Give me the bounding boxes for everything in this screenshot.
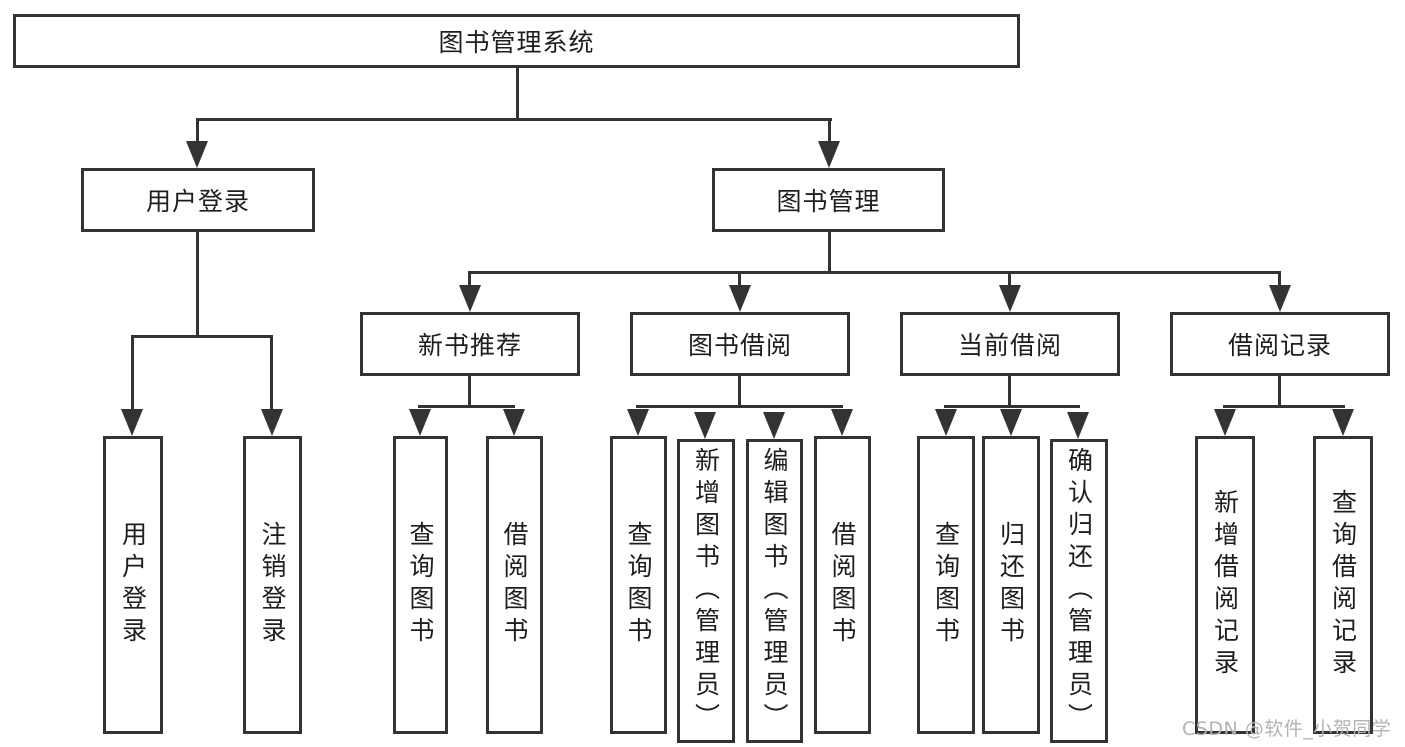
arrow-down-icon xyxy=(694,412,716,439)
connector-vline xyxy=(270,335,273,413)
connector-hline xyxy=(131,335,273,338)
leaf-edit-book-admin: 编辑图书（管理员） xyxy=(746,439,803,743)
leaf-query-books-borrow-label: 查询图书 xyxy=(624,521,653,649)
node-borrow-records-label: 借阅记录 xyxy=(1227,331,1332,360)
connector-vline xyxy=(828,232,831,271)
leaf-confirm-return-admin: 确认归还（管理员） xyxy=(1050,439,1108,743)
csdn-watermark: CSDN @软件_小贺同学 xyxy=(1182,718,1392,740)
leaf-query-borrow-record: 查询借阅记录 xyxy=(1313,436,1373,734)
arrow-down-icon xyxy=(1332,409,1354,436)
connector-hline xyxy=(1223,405,1345,408)
arrow-down-icon xyxy=(186,141,208,168)
connector-hline xyxy=(636,405,843,408)
arrow-down-icon xyxy=(831,409,853,436)
arrow-down-icon xyxy=(1269,285,1291,312)
leaf-borrow-books: 借阅图书 xyxy=(814,436,871,734)
connector-vline xyxy=(1008,271,1011,289)
leaf-user-login: 用户登录 xyxy=(103,436,163,734)
node-root-system: 图书管理系统 xyxy=(13,14,1020,68)
connector-hline xyxy=(944,405,1080,408)
connector-vline xyxy=(738,271,741,289)
arrow-down-icon xyxy=(503,409,525,436)
connector-vline xyxy=(738,376,741,408)
leaf-logout-label: 注销登录 xyxy=(258,521,287,649)
leaf-borrow-books-recommend: 借阅图书 xyxy=(486,436,543,734)
leaf-query-books-borrow: 查询图书 xyxy=(610,436,667,734)
leaf-logout: 注销登录 xyxy=(243,436,302,734)
connector-vline xyxy=(1278,271,1281,289)
leaf-borrow-books-label: 借阅图书 xyxy=(828,521,857,649)
leaf-borrow-books-recommend-label: 借阅图书 xyxy=(500,521,529,649)
connector-vline xyxy=(196,232,199,335)
node-user-login: 用户登录 xyxy=(81,168,315,232)
node-book-borrow-label: 图书借阅 xyxy=(687,331,792,360)
connector-vline xyxy=(131,335,134,413)
arrow-down-icon xyxy=(999,285,1021,312)
node-new-book-recommend-label: 新书推荐 xyxy=(417,331,522,360)
connector-hline xyxy=(418,405,515,408)
arrow-down-icon xyxy=(459,285,481,312)
arrow-down-icon xyxy=(409,409,431,436)
arrow-down-icon xyxy=(1067,412,1089,439)
leaf-query-books-recommend-label: 查询图书 xyxy=(406,521,435,649)
arrow-down-icon xyxy=(818,141,840,168)
connector-vline xyxy=(468,376,471,408)
arrow-down-icon xyxy=(935,409,957,436)
leaf-add-borrow-record-label: 新增借阅记录 xyxy=(1210,489,1240,681)
node-current-borrow: 当前借阅 xyxy=(900,312,1120,376)
leaf-query-books-current: 查询图书 xyxy=(917,436,975,734)
node-current-borrow-label: 当前借阅 xyxy=(957,331,1062,360)
leaf-edit-book-admin-label: 编辑图书（管理员） xyxy=(760,447,789,735)
connector-hline xyxy=(196,118,832,121)
connector-hline xyxy=(468,271,1281,274)
leaf-add-book-admin-label: 新增图书（管理员） xyxy=(691,447,721,735)
arrow-down-icon xyxy=(261,409,283,436)
leaf-query-books-recommend: 查询图书 xyxy=(393,436,448,734)
leaf-confirm-return-admin-label: 确认归还（管理员） xyxy=(1064,447,1094,735)
connector-vline xyxy=(516,68,519,118)
node-root-label: 图书管理系统 xyxy=(438,28,595,57)
arrow-down-icon xyxy=(763,412,785,439)
connector-vline xyxy=(196,118,199,143)
leaf-return-book: 归还图书 xyxy=(982,436,1040,734)
leaf-query-books-current-label: 查询图书 xyxy=(931,521,961,649)
connector-vline xyxy=(1008,376,1011,408)
arrow-down-icon xyxy=(729,285,751,312)
leaf-query-borrow-record-label: 查询借阅记录 xyxy=(1328,489,1358,681)
leaf-return-book-label: 归还图书 xyxy=(996,521,1026,649)
arrow-down-icon xyxy=(627,409,649,436)
arrow-down-icon xyxy=(1214,409,1236,436)
node-borrow-records: 借阅记录 xyxy=(1170,312,1390,376)
arrow-down-icon xyxy=(1000,409,1022,436)
node-user-login-label: 用户登录 xyxy=(145,187,250,216)
leaf-add-book-admin: 新增图书（管理员） xyxy=(677,439,735,743)
connector-vline xyxy=(468,271,471,289)
connector-vline xyxy=(1278,376,1281,408)
leaf-add-borrow-record: 新增借阅记录 xyxy=(1195,436,1255,734)
arrow-down-icon xyxy=(121,409,143,436)
leaf-user-login-label: 用户登录 xyxy=(118,521,148,649)
node-new-book-recommend: 新书推荐 xyxy=(360,312,580,376)
node-book-borrow: 图书借阅 xyxy=(630,312,850,376)
node-book-management-label: 图书管理 xyxy=(776,187,881,216)
connector-vline xyxy=(828,118,831,143)
node-book-management: 图书管理 xyxy=(712,168,945,232)
